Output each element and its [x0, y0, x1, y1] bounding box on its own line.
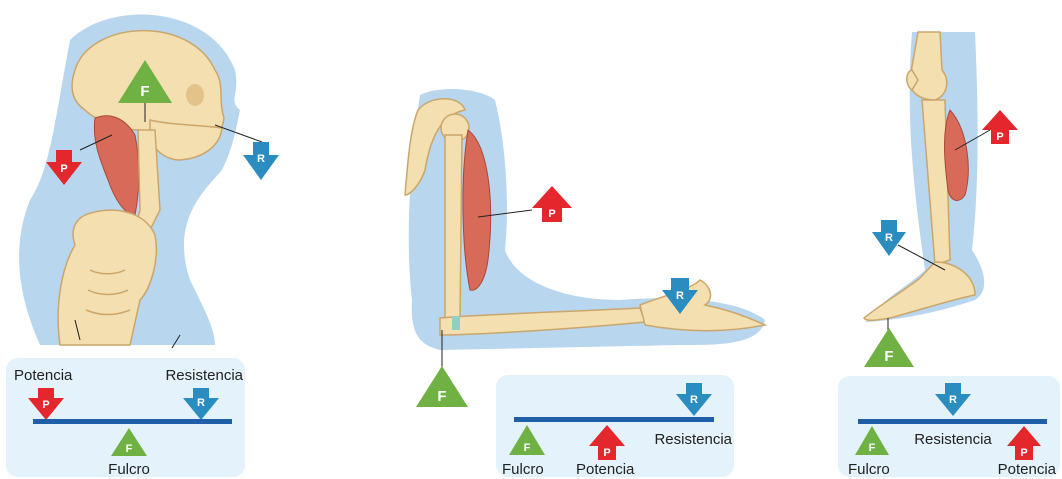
legend1-fulcro-label: Fulcro — [108, 461, 150, 478]
cervical-spine — [135, 130, 160, 230]
hand — [640, 280, 765, 331]
leg-fulcro-marker: F — [864, 328, 914, 367]
arm-p-letter: P — [548, 208, 555, 220]
legend1-f-letter: F — [126, 443, 133, 455]
legend1-lever-bar — [33, 419, 232, 424]
legend3-resistencia-label: Resistencia — [914, 431, 992, 448]
humerus — [445, 135, 462, 322]
arm-r-letter: R — [676, 290, 684, 302]
leg-resistencia-marker: R — [872, 220, 906, 256]
legend2-lever-bar — [514, 417, 714, 422]
legend3-potencia-label: Potencia — [998, 461, 1057, 478]
legend3-lever-bar — [858, 419, 1047, 424]
legend3-fulcro-label: Fulcro — [848, 461, 890, 478]
legend2-resistencia-label: Resistencia — [654, 431, 732, 448]
legend-panel-1: Potencia Resistencia P R F Fulcro — [6, 358, 245, 478]
resistencia-letter: R — [257, 153, 265, 165]
potencia-letter: P — [60, 163, 67, 175]
legend1-resistencia-label: Resistencia — [165, 367, 243, 384]
leg-potencia-marker: P — [982, 110, 1018, 144]
legend2-f-letter: F — [524, 442, 531, 454]
legend1-potencia-label: Potencia — [14, 367, 73, 384]
legend3-r-letter: R — [949, 394, 957, 406]
legend2-fulcro-label: Fulcro — [502, 461, 544, 478]
arm-f-letter: F — [437, 388, 446, 405]
legend2-p-letter: P — [603, 447, 610, 459]
fulcro-letter: F — [140, 83, 149, 100]
legend2-r-letter: R — [690, 394, 698, 406]
legend2-potencia-label: Potencia — [576, 461, 635, 478]
leg-lever-illustration — [864, 32, 990, 330]
leg-p-letter: P — [996, 131, 1003, 143]
legend1-p-letter: P — [42, 399, 49, 411]
arm-potencia-marker: P — [532, 186, 572, 222]
leg-f-letter: F — [884, 348, 893, 365]
head-resistencia-marker: R — [243, 142, 279, 180]
arm-fulcro-marker: F — [416, 366, 468, 407]
legend3-f-letter: F — [869, 442, 876, 454]
legend-panel-3: R Resistencia F P Fulcro Potencia — [838, 376, 1060, 478]
arm-lever-illustration — [405, 89, 765, 368]
head-lever-illustration — [19, 15, 262, 348]
wrist-joint — [452, 316, 460, 330]
legend1-r-letter: R — [197, 397, 205, 409]
legend-panel-2: R Resistencia F P Fulcro Potencia — [496, 375, 734, 478]
leg-r-letter: R — [885, 232, 893, 244]
legend3-p-letter: P — [1020, 447, 1027, 459]
skull-eye-socket — [186, 84, 204, 106]
